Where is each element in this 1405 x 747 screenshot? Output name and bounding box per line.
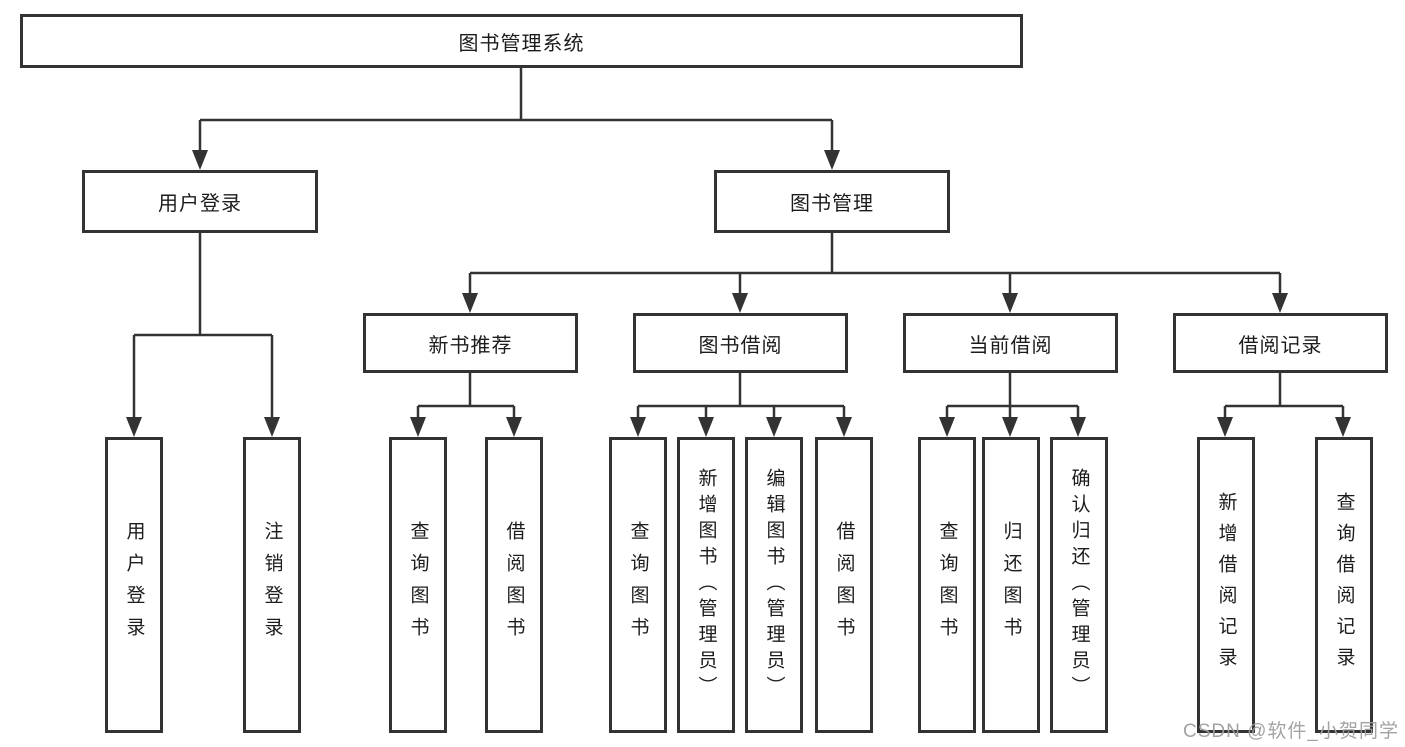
leaf-borrow-book-2: 借阅图书 — [815, 437, 873, 733]
node-label: 注销登录 — [261, 521, 283, 649]
node-label: 确认归还（管理员） — [1068, 468, 1090, 702]
node-new-book-recommend: 新书推荐 — [363, 313, 578, 373]
node-label: 图书管理系统 — [458, 32, 585, 55]
node-label: 查询借阅记录 — [1333, 492, 1355, 678]
node-label: 查询图书 — [407, 521, 429, 649]
node-label: 图书借阅 — [698, 334, 783, 357]
leaf-confirm-return-admin: 确认归还（管理员） — [1050, 437, 1108, 733]
node-label: 用户登录 — [123, 521, 145, 649]
node-book-management: 图书管理 — [714, 170, 950, 233]
leaf-query-book-1: 查询图书 — [389, 437, 447, 733]
node-label: 借阅图书 — [833, 521, 855, 649]
leaf-query-book-3: 查询图书 — [918, 437, 976, 733]
node-label: 借阅记录 — [1238, 334, 1323, 357]
node-label: 查询图书 — [627, 521, 649, 649]
node-label: 用户登录 — [158, 193, 242, 215]
leaf-add-borrow-record: 新增借阅记录 — [1197, 437, 1255, 733]
leaf-add-book-admin: 新增图书（管理员） — [677, 437, 735, 733]
node-label: 查询图书 — [936, 521, 958, 649]
arrowhead-icons — [126, 150, 1351, 437]
leaf-edit-book-admin: 编辑图书（管理员） — [745, 437, 803, 733]
csdn-watermark: CSDN @软件_小贺同学 — [1183, 721, 1399, 742]
leaf-user-login: 用户登录 — [105, 437, 163, 733]
leaf-borrow-book-1: 借阅图书 — [485, 437, 543, 733]
node-current-borrow: 当前借阅 — [903, 313, 1118, 373]
node-library-management-system: 图书管理系统 — [20, 14, 1023, 68]
leaf-query-borrow-record: 查询借阅记录 — [1315, 437, 1373, 733]
node-label: 新增借阅记录 — [1215, 492, 1237, 678]
leaf-logout: 注销登录 — [243, 437, 301, 733]
node-label: 编辑图书（管理员） — [763, 468, 785, 702]
node-label: 当前借阅 — [968, 334, 1053, 357]
node-book-borrow: 图书借阅 — [633, 313, 848, 373]
node-label: 新书推荐 — [428, 334, 513, 357]
node-label: 借阅图书 — [503, 521, 525, 649]
leaf-query-book-2: 查询图书 — [609, 437, 667, 733]
node-user-login: 用户登录 — [82, 170, 318, 233]
node-borrow-records: 借阅记录 — [1173, 313, 1388, 373]
node-label: 归还图书 — [1000, 521, 1022, 649]
node-label: 新增图书（管理员） — [695, 468, 717, 702]
node-label: 图书管理 — [790, 193, 874, 215]
leaf-return-book: 归还图书 — [982, 437, 1040, 733]
